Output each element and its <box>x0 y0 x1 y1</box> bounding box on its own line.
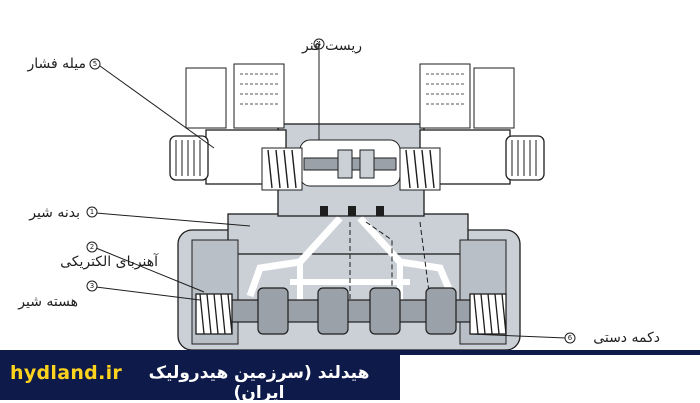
callout-number-5: 5 <box>93 60 97 68</box>
label-manual-button: دکمه دستی <box>593 330 660 346</box>
callout-circle-4: 4 <box>313 38 325 50</box>
solenoid-left <box>169 63 303 191</box>
callout-circle-3: 3 <box>86 280 98 292</box>
label-valve-spool: هسته شیر <box>17 294 78 310</box>
spool-spring-left <box>195 293 233 335</box>
callout-circle-2: 2 <box>86 241 98 253</box>
label-spring-seat: ریست فنر <box>301 38 362 54</box>
label-valve-body: بدنه شیر <box>28 205 80 221</box>
callout-circle-5: 5 <box>89 58 101 70</box>
label-pressure-rod: میله فشار <box>26 56 86 72</box>
spool-spring-right <box>469 293 507 335</box>
label-electromagnet: آهنربای الکتریکی <box>60 253 159 270</box>
callout-number-1: 1 <box>90 208 94 216</box>
footer-tab <box>0 350 395 400</box>
callout-number-6: 6 <box>568 334 573 342</box>
callout-number-3: 3 <box>90 282 94 290</box>
solenoid-right <box>399 63 545 191</box>
callout-number-2: 2 <box>90 243 94 251</box>
footer-light-area <box>400 355 700 400</box>
brand-tagline: هیدلند (سرزمین هیدرولیک ایران) <box>148 363 370 403</box>
brand-link[interactable]: hydland.ir <box>10 362 123 384</box>
leader-lines <box>95 44 567 339</box>
callout-number-4: 4 <box>317 40 322 48</box>
callout-circle-1: 1 <box>86 206 98 218</box>
callout-circle-6: 6 <box>564 332 576 344</box>
